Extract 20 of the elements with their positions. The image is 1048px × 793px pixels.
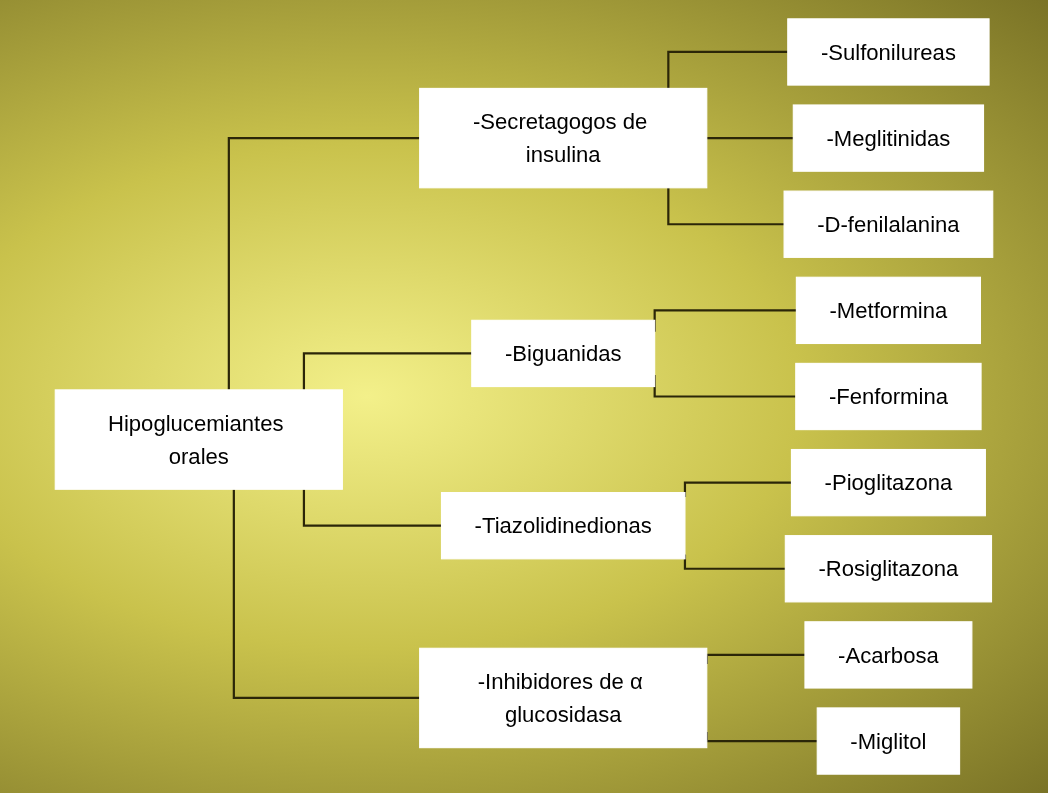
node-box: -Rosiglitazona — [784, 535, 993, 603]
node-box: -Biguanidas — [471, 319, 656, 388]
node-box: -Tiazolidinedionas — [440, 492, 686, 560]
node-box: -Inhibidores de α glucosidasa — [419, 647, 708, 749]
node-box: -Metformina — [795, 276, 981, 345]
node-box: -Meglitinidas — [792, 104, 985, 172]
node-box: -Secretagogos de insulina — [419, 87, 708, 189]
node-box: -D-fenilalanina — [783, 190, 994, 258]
connector — [302, 489, 442, 527]
connector — [667, 187, 785, 226]
node-box: -Pioglitazona — [790, 448, 986, 517]
connector — [667, 50, 788, 89]
node-box: Hipoglucemiantes orales — [54, 389, 343, 490]
connector — [227, 137, 420, 390]
connector — [232, 489, 420, 700]
connector — [302, 352, 472, 390]
node-box: -Acarbosa — [804, 621, 973, 689]
node-box: -Sulfonilureas — [787, 18, 990, 86]
node-box: -Miglitol — [816, 707, 961, 775]
node-box: -Fenformina — [795, 362, 982, 431]
